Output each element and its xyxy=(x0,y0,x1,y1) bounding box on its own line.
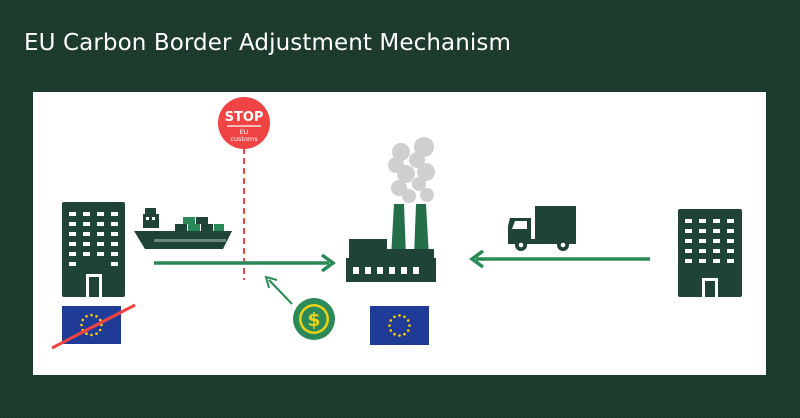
stop-sub-customs: customs xyxy=(230,135,258,143)
diagram-panel: STOP EU customs $ xyxy=(33,92,766,375)
import-arrow xyxy=(154,253,336,273)
cargo-ship-icon xyxy=(134,208,232,249)
page-title: EU Carbon Border Adjustment Mechanism xyxy=(24,30,511,56)
stop-sub-eu: EU xyxy=(240,128,249,136)
stop-sign-eu-customs: STOP EU customs xyxy=(218,97,270,280)
eu-flag-icon xyxy=(370,306,429,345)
factory-icon xyxy=(346,137,436,282)
right-building-icon xyxy=(678,209,742,297)
left-building-icon xyxy=(62,202,125,297)
eu-flag-crossed-icon xyxy=(51,303,136,350)
delivery-truck-icon xyxy=(508,206,576,251)
stop-label: STOP xyxy=(225,110,264,125)
cbam-diagram: STOP EU customs $ xyxy=(51,97,742,350)
domestic-arrow xyxy=(469,249,650,269)
dollar-coin-icon: $ xyxy=(264,275,335,340)
svg-text:$: $ xyxy=(307,309,320,331)
